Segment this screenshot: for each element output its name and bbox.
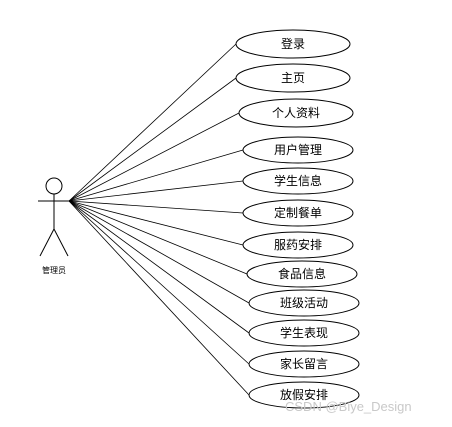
use-case: 定制餐单 <box>242 199 354 227</box>
use-case-ellipse <box>242 167 354 195</box>
association-line <box>68 149 244 202</box>
use-case: 班级活动 <box>248 289 360 317</box>
association-line <box>68 200 250 334</box>
use-case-ellipse <box>248 381 360 409</box>
use-case: 家长留言 <box>248 350 360 378</box>
use-case-ellipse <box>246 260 358 288</box>
actor-name: 管理员 <box>42 265 66 275</box>
use-case: 主页 <box>235 63 351 93</box>
use-case-label: 主页 <box>281 71 305 85</box>
use-case-ellipse <box>238 98 354 128</box>
association-line <box>68 200 244 214</box>
use-case: 放假安排 <box>248 381 360 409</box>
association-line <box>68 200 244 246</box>
use-case-label: 放假安排 <box>280 387 328 402</box>
use-case-label: 定制餐单 <box>274 205 322 220</box>
use-case-label: 登录 <box>281 36 305 51</box>
use-case: 学生信息 <box>242 167 354 195</box>
use-case-ellipse <box>248 319 360 347</box>
association-lines <box>68 43 250 396</box>
actor-admin: 管理员 <box>38 177 70 275</box>
watermark-text: CSDN @Biye_Design <box>285 399 412 414</box>
association-line <box>68 43 237 202</box>
use-case: 服药安排 <box>242 231 354 259</box>
use-case-ellipse <box>235 29 351 59</box>
use-case-label: 家长留言 <box>280 356 328 371</box>
use-case-ellipse <box>235 63 351 93</box>
association-line <box>68 112 240 202</box>
use-case-label: 学生表现 <box>280 325 328 340</box>
association-line <box>68 180 244 202</box>
use-case-label: 个人资料 <box>272 106 320 120</box>
use-case-ellipse <box>248 350 360 378</box>
use-case: 用户管理 <box>242 136 354 164</box>
use-case-ellipse <box>242 231 354 259</box>
actor-right-leg <box>53 228 69 257</box>
use-case-ellipse <box>248 289 360 317</box>
use-case: 登录 <box>235 29 351 59</box>
use-case-label: 学生信息 <box>274 173 322 188</box>
association-line <box>68 200 248 275</box>
use-case-label: 服药安排 <box>274 237 322 252</box>
association-line <box>68 200 250 365</box>
actor-head <box>45 177 63 195</box>
association-line <box>68 200 250 304</box>
use-case: 食品信息 <box>246 260 358 288</box>
use-case-list: 登录主页个人资料用户管理学生信息定制餐单服药安排食品信息班级活动学生表现家长留言… <box>235 29 360 409</box>
actor-left-leg <box>39 228 55 257</box>
use-case: 学生表现 <box>248 319 360 347</box>
use-case-ellipse <box>242 199 354 227</box>
use-case-label: 班级活动 <box>280 296 328 310</box>
use-case-ellipse <box>242 136 354 164</box>
use-case-label: 用户管理 <box>274 142 322 157</box>
use-case: 个人资料 <box>238 98 354 128</box>
association-line <box>68 200 250 396</box>
use-case-label: 食品信息 <box>278 266 326 281</box>
association-line <box>68 77 237 202</box>
